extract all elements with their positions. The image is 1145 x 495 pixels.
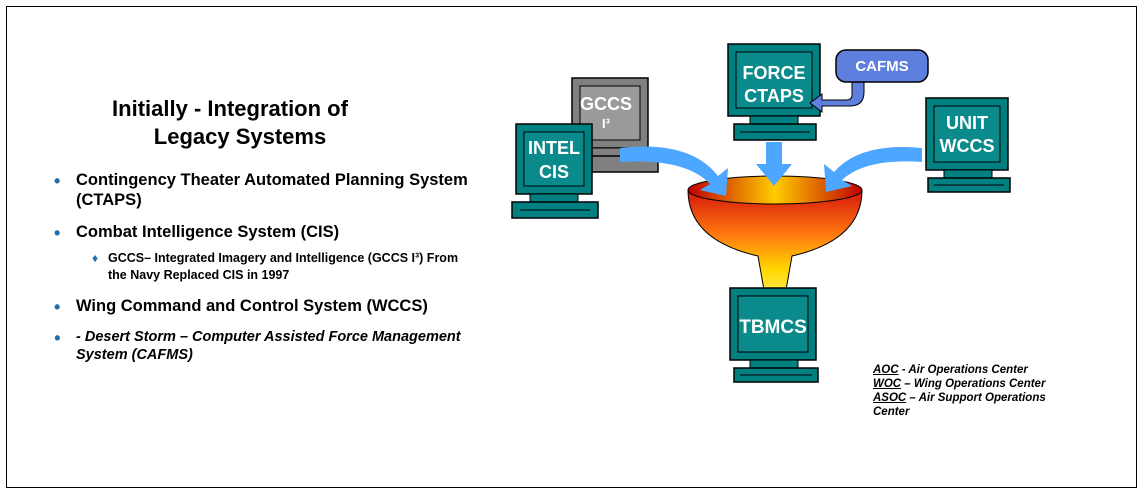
sub-bullet-text: GCCS– Integrated Imagery and Intelligenc… <box>108 251 459 282</box>
bullet-dot-icon: • <box>54 223 61 243</box>
bullet-text: - Desert Storm – Computer Assisted Force… <box>76 329 461 363</box>
legend-abbr: WOC <box>873 378 902 390</box>
force-ctaps-monitor: FORCE CTAPS <box>727 43 821 141</box>
slide-title: Initially - Integration of Legacy System… <box>80 95 380 151</box>
unit-label-line1: UNIT <box>946 113 988 133</box>
arrow-force-to-funnel <box>756 142 792 186</box>
intel-cis-monitor: INTEL CIS <box>511 123 599 219</box>
bullet-dot-icon: • <box>54 297 61 317</box>
intel-label-line1: INTEL <box>528 138 580 158</box>
abbreviation-legend: AOC - Air Operations Center WOC – Wing O… <box>873 363 1053 419</box>
gccs-label-line2: I³ <box>602 116 611 131</box>
tbmcs-monitor: TBMCS <box>729 287 819 383</box>
bullet-text: Wing Command and Control System (WCCS) <box>76 297 428 315</box>
title-line-2: Legacy Systems <box>153 124 327 149</box>
sub-bullet-gccs: ♦ GCCS– Integrated Imagery and Intelligen… <box>50 250 470 284</box>
cafms-label: CAFMS <box>855 58 908 75</box>
gccs-label-line1: GCCS <box>580 94 632 114</box>
bullet-cafms: • - Desert Storm – Computer Assisted For… <box>50 328 470 364</box>
bullet-text: Contingency Theater Automated Planning S… <box>76 171 468 209</box>
cafms-box <box>835 49 929 83</box>
slide-frame <box>6 6 1137 488</box>
legend-desc: – Wing Operations Center <box>901 378 1046 390</box>
bullet-cis: • Combat Intelligence System (CIS) <box>50 222 470 243</box>
intel-label-line2: CIS <box>539 162 569 182</box>
bullet-dot-icon: • <box>54 328 61 348</box>
cafms-callout: CAFMS <box>809 49 929 113</box>
legend-abbr: ASOC <box>873 392 907 404</box>
bullet-dot-icon: • <box>54 171 61 191</box>
arrow-unit-to-funnel <box>824 147 922 192</box>
bullet-text: Combat Intelligence System (CIS) <box>76 223 340 241</box>
bullet-wccs: • Wing Command and Control System (WCCS) <box>50 296 470 317</box>
unit-label-line2: WCCS <box>940 136 995 156</box>
tbmcs-label: TBMCS <box>739 317 807 338</box>
force-label-line2: CTAPS <box>744 86 804 106</box>
legend-entry-woc: WOC – Wing Operations Center <box>873 377 1053 391</box>
legend-abbr: AOC <box>873 364 899 376</box>
force-label-line1: FORCE <box>743 63 806 83</box>
funnel <box>687 175 863 291</box>
bullet-list: • Contingency Theater Automated Planning … <box>50 170 470 376</box>
diamond-bullet-icon: ♦ <box>92 251 99 265</box>
legend-entry-asoc: ASOC – Air Support Operations Center <box>873 391 1053 419</box>
unit-wccs-monitor: UNIT WCCS <box>925 97 1011 193</box>
legend-desc: - Air Operations Center <box>898 364 1028 376</box>
legend-entry-aoc: AOC - Air Operations Center <box>873 363 1053 377</box>
legend-desc: – Air Support Operations Center <box>873 392 1046 418</box>
bullet-ctaps: • Contingency Theater Automated Planning … <box>50 170 470 210</box>
title-line-1: Initially - Integration of <box>112 96 348 121</box>
arrow-gccs-to-funnel <box>620 146 728 196</box>
